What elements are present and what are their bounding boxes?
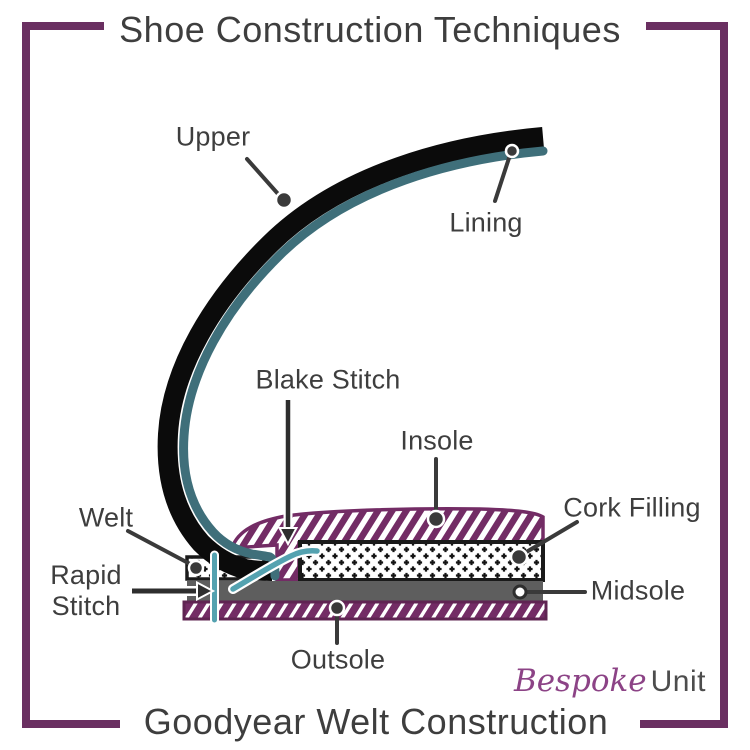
insole-label: Insole (400, 425, 474, 456)
annotations (126, 143, 587, 645)
brand-logo-unit: Unit (650, 665, 706, 698)
cork-leader (521, 520, 579, 556)
lining-leader (493, 153, 512, 203)
welt-dot (187, 559, 205, 577)
lining-shape (179, 146, 548, 581)
welt-leader (126, 529, 194, 567)
rapid-arrow-head (196, 580, 216, 602)
outsole-shape (182, 600, 548, 621)
rapid-stitch-label-line1: Rapid (50, 560, 122, 590)
brand-logo-bespoke: Bespoke (513, 663, 647, 699)
lining-label: Lining (449, 207, 523, 238)
upper-leader (245, 157, 281, 197)
outsole-label: Outsole (290, 644, 386, 675)
insole-dot (426, 509, 446, 529)
blake-arrow-head (277, 527, 299, 547)
midsole-label: Midsole (590, 575, 686, 606)
blake-stitch-label: Blake Stitch (255, 364, 401, 395)
frame-bottom-right (640, 720, 728, 728)
upper-label: Upper (175, 121, 251, 152)
frame-left (22, 22, 30, 728)
upper-dot (274, 190, 294, 210)
frame-top-left (22, 22, 104, 30)
frame-top-right (646, 22, 728, 30)
midsole-dot (512, 584, 528, 600)
midsole-shape (187, 581, 543, 602)
welt-label: Welt (78, 502, 134, 533)
cork-filling-shape (298, 540, 545, 582)
insole-shape (229, 507, 545, 582)
cork-dot (509, 547, 529, 567)
frame-bottom-left (22, 720, 120, 728)
bottom-title: Goodyear Welt Construction (143, 701, 609, 742)
rapid-stitch-label-line2: Stitch (51, 591, 121, 621)
outsole-dot (328, 599, 346, 617)
cork-filling-label: Cork Filling (563, 492, 701, 523)
upper-shape (157, 127, 544, 581)
rapid-stitch-label: Rapid Stitch (50, 560, 122, 622)
frame-right (720, 22, 728, 728)
page-frame (22, 22, 728, 728)
blake-thread (230, 548, 320, 592)
lining-dot (504, 143, 520, 159)
page-title: Shoe Construction Techniques (119, 9, 621, 50)
